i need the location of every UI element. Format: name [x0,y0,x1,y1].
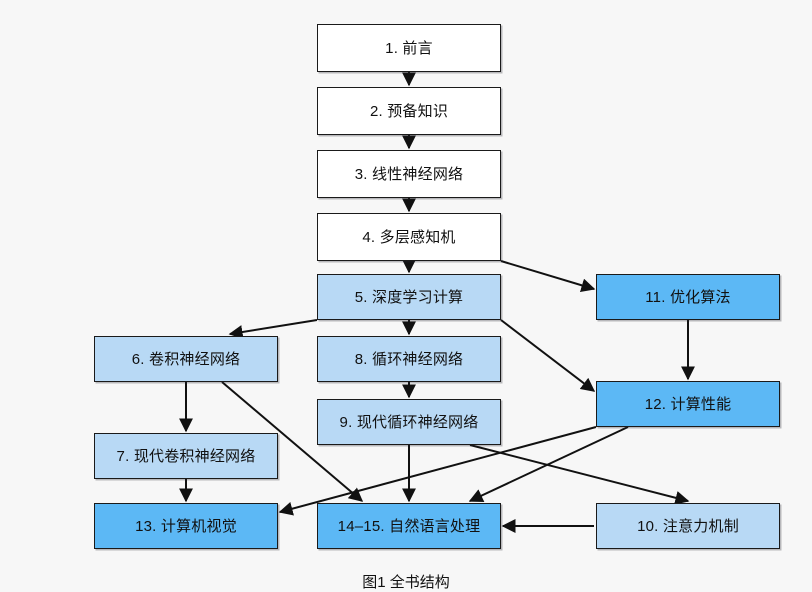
node-label: 8. 循环神经网络 [354,350,464,368]
node-n12[interactable]: 12. 计算性能 [596,381,780,427]
node-n4[interactable]: 4. 多层感知机 [317,213,501,261]
node-n8[interactable]: 8. 循环神经网络 [317,336,501,382]
edge-n9-to-n10 [469,444,690,505]
node-label: 13. 计算机视觉 [135,517,237,535]
node-label: 14–15. 自然语言处理 [337,517,481,535]
node-n3[interactable]: 3. 线性神经网络 [317,150,501,198]
node-label: 12. 计算性能 [644,395,732,413]
node-n5[interactable]: 5. 深度学习计算 [317,274,501,320]
figure-caption: 图1 全书结构 [362,574,450,591]
node-label: 11. 优化算法 [645,288,731,306]
node-label: 2. 预备知识 [369,102,449,120]
node-label: 1. 前言 [385,39,433,57]
node-label: 9. 现代循环神经网络 [339,413,479,431]
node-label: 7. 现代卷积神经网络 [116,447,256,465]
node-n13[interactable]: 13. 计算机视觉 [94,503,278,549]
edge-n4-to-n11 [500,260,596,293]
node-label: 3. 线性神经网络 [354,165,464,183]
edge-n5-to-n6 [228,319,318,339]
node-n6[interactable]: 6. 卷积神经网络 [94,336,278,382]
node-n9[interactable]: 9. 现代循环神经网络 [317,399,501,445]
node-n11[interactable]: 11. 优化算法 [596,274,780,320]
node-label: 6. 卷积神经网络 [131,350,241,368]
node-label: 10. 注意力机制 [637,517,739,535]
edge-n5-to-n12 [500,319,596,392]
node-n7[interactable]: 7. 现代卷积神经网络 [94,433,278,479]
node-n2[interactable]: 2. 预备知识 [317,87,501,135]
node-label: 5. 深度学习计算 [354,288,464,306]
node-label: 4. 多层感知机 [362,228,456,246]
node-n14[interactable]: 14–15. 自然语言处理 [317,503,501,549]
node-n10[interactable]: 10. 注意力机制 [596,503,780,549]
node-n1[interactable]: 1. 前言 [317,24,501,72]
